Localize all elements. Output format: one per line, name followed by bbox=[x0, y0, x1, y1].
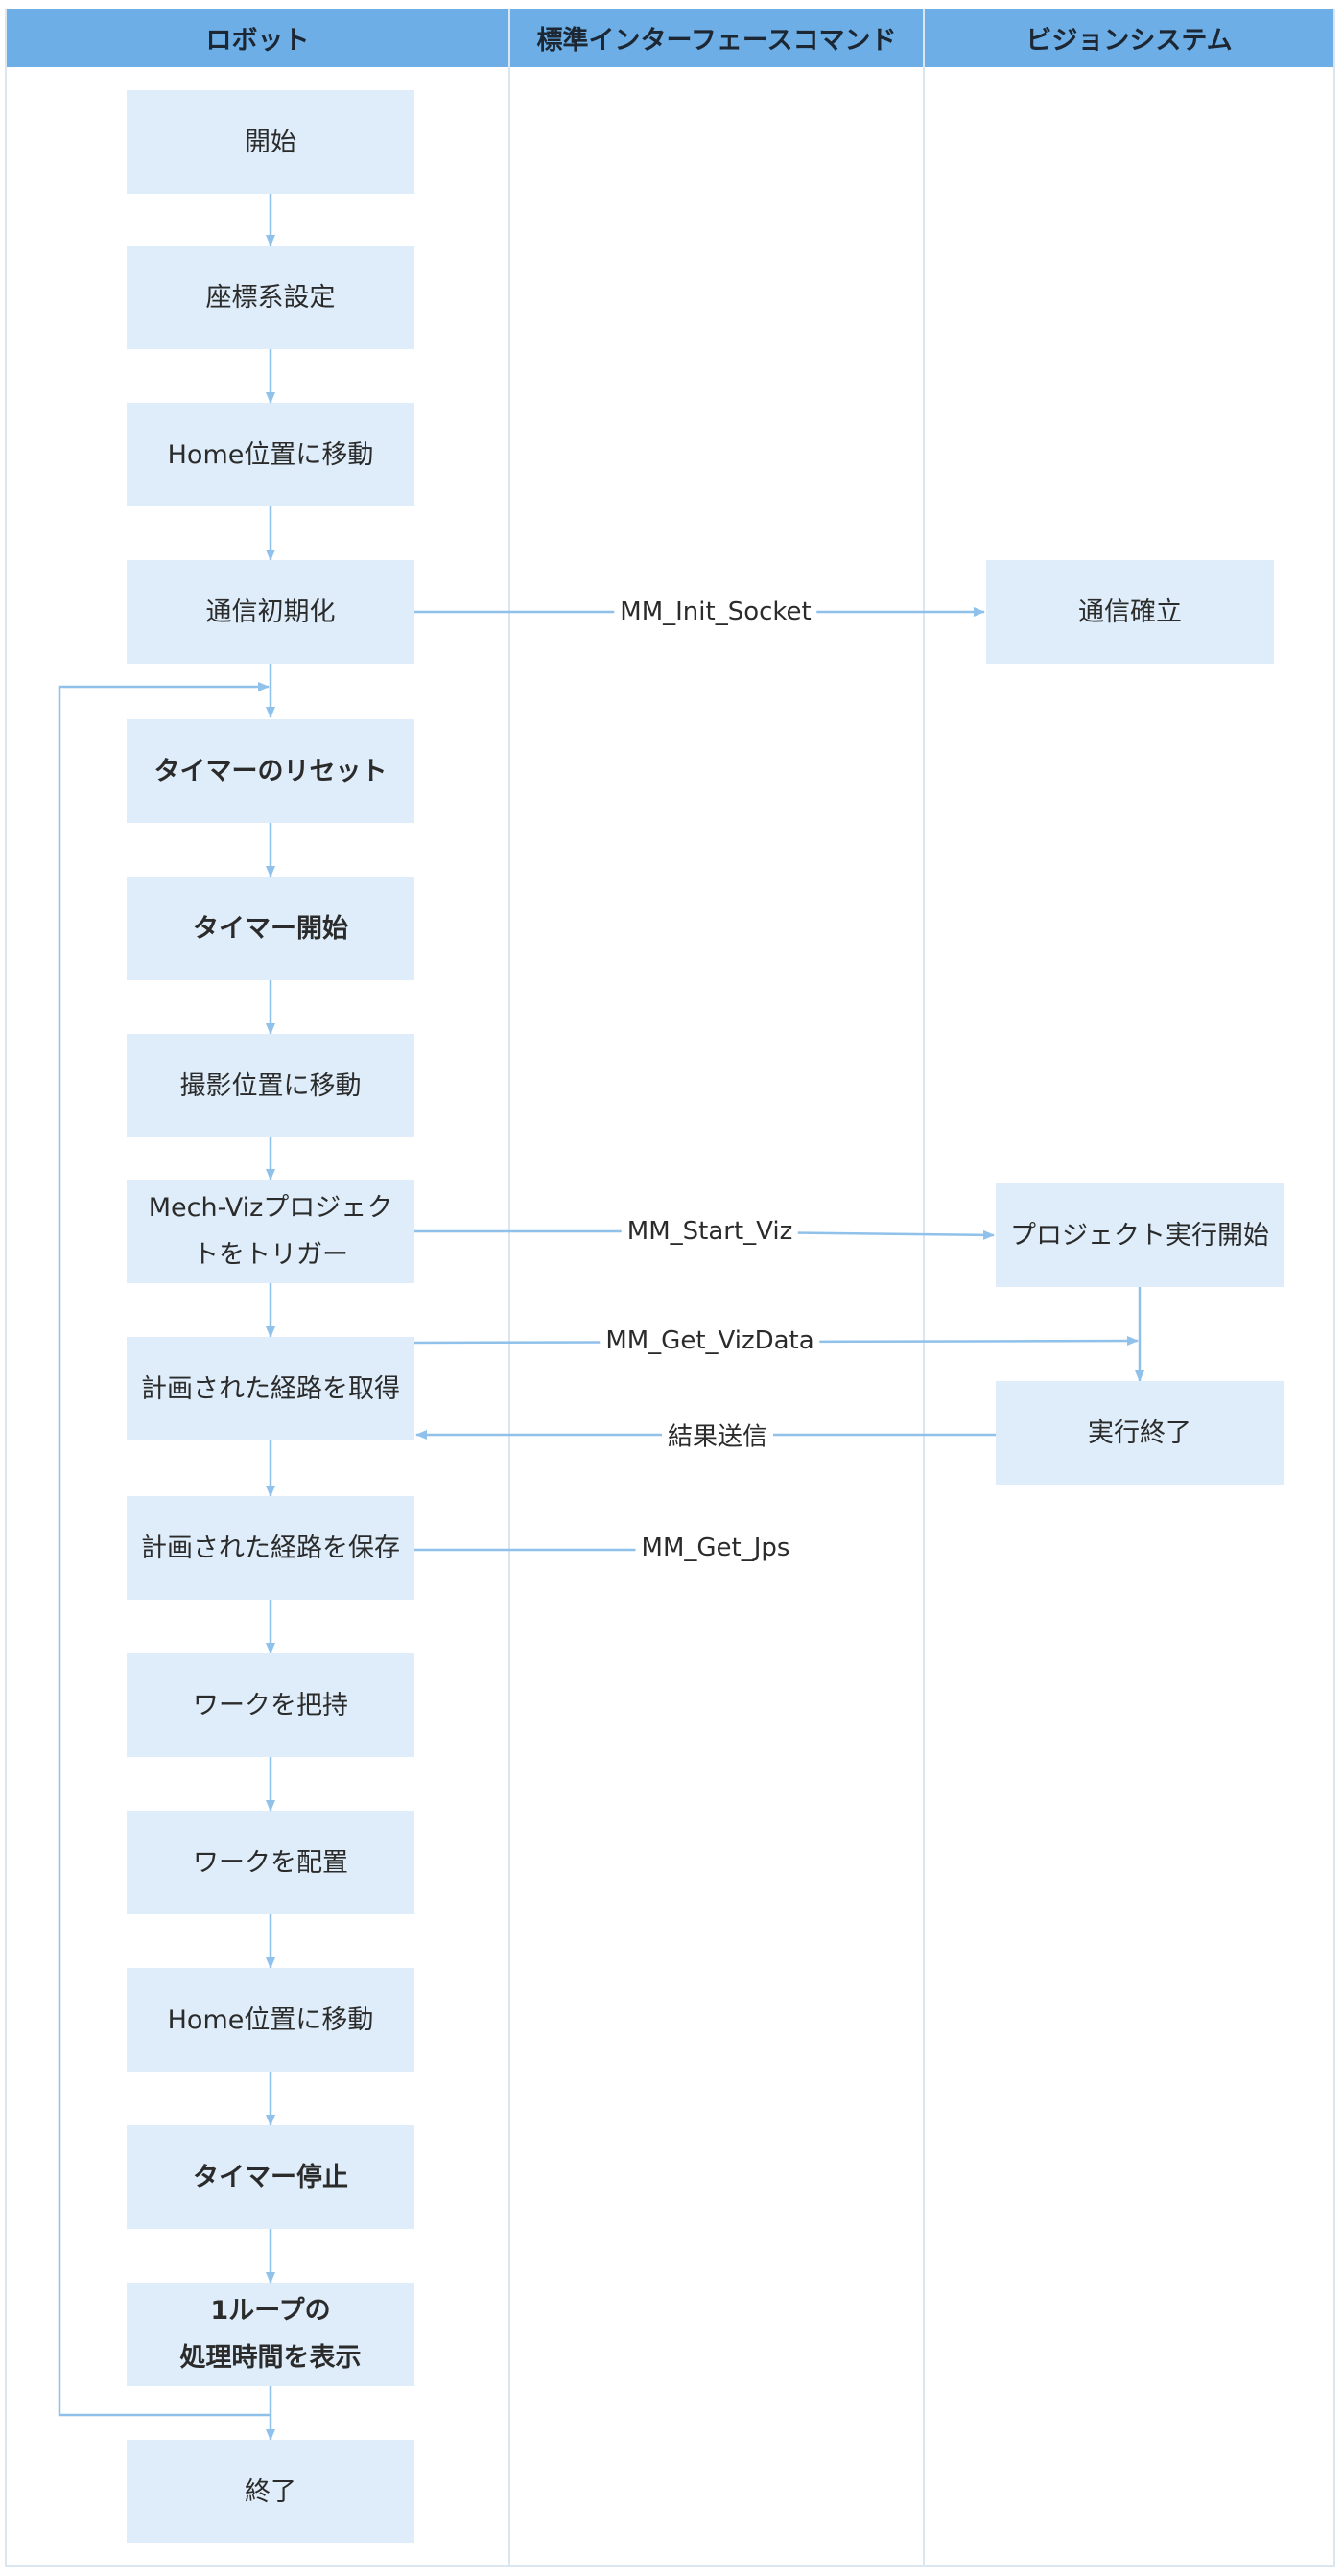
label-send-result: 結果送信 bbox=[661, 1417, 774, 1453]
lane-header-vision: ビジョンシステム bbox=[925, 9, 1333, 67]
vision-exec-done: 実行終了 bbox=[996, 1381, 1284, 1485]
step-comm-init: 通信初期化 bbox=[127, 560, 414, 664]
step-trigger-viz: Mech-Vizプロジェク トをトリガー bbox=[127, 1180, 414, 1283]
step-move-home-2: Home位置に移動 bbox=[127, 1968, 414, 2072]
lane-divider bbox=[508, 9, 510, 2567]
label-mm-init-socket: MM_Init_Socket bbox=[614, 597, 817, 626]
label-mm-start-viz: MM_Start_Viz bbox=[621, 1217, 799, 1246]
step-show-loop-time-line2: 処理時間を表示 bbox=[179, 2343, 362, 2373]
step-move-home: Home位置に移動 bbox=[127, 403, 414, 506]
vision-project-start: プロジェクト実行開始 bbox=[996, 1183, 1284, 1287]
vision-comm-established: 通信確立 bbox=[986, 560, 1274, 664]
step-timer-reset: タイマーのリセット bbox=[127, 719, 414, 823]
lane-header-robot: ロボット bbox=[7, 9, 508, 67]
loop-arrow bbox=[58, 682, 271, 2417]
step-show-loop-time-line1: 1ループの bbox=[210, 2296, 331, 2326]
step-show-loop-time: 1ループの 処理時間を表示 bbox=[127, 2283, 414, 2386]
lane-header-interface: 標準インターフェースコマンド bbox=[510, 9, 923, 67]
step-place-work: ワークを配置 bbox=[127, 1811, 414, 1914]
step-trigger-viz-line1: Mech-Vizプロジェク bbox=[148, 1193, 393, 1223]
label-mm-get-jps: MM_Get_Jps bbox=[635, 1534, 796, 1562]
step-timer-start: タイマー開始 bbox=[127, 877, 414, 980]
step-end: 終了 bbox=[127, 2440, 414, 2543]
step-pick-work: ワークを把持 bbox=[127, 1653, 414, 1757]
step-get-path: 計画された経路を取得 bbox=[127, 1337, 414, 1440]
step-start: 開始 bbox=[127, 90, 414, 194]
step-timer-stop: タイマー停止 bbox=[127, 2125, 414, 2229]
step-save-path: 計画された経路を保存 bbox=[127, 1496, 414, 1600]
step-trigger-viz-line2: トをトリガー bbox=[193, 1240, 348, 1270]
step-move-capture: 撮影位置に移動 bbox=[127, 1034, 414, 1137]
label-mm-get-vizdata: MM_Get_VizData bbox=[600, 1326, 820, 1355]
lane-divider bbox=[923, 9, 925, 2567]
step-coordinate-setup: 座標系設定 bbox=[127, 246, 414, 349]
